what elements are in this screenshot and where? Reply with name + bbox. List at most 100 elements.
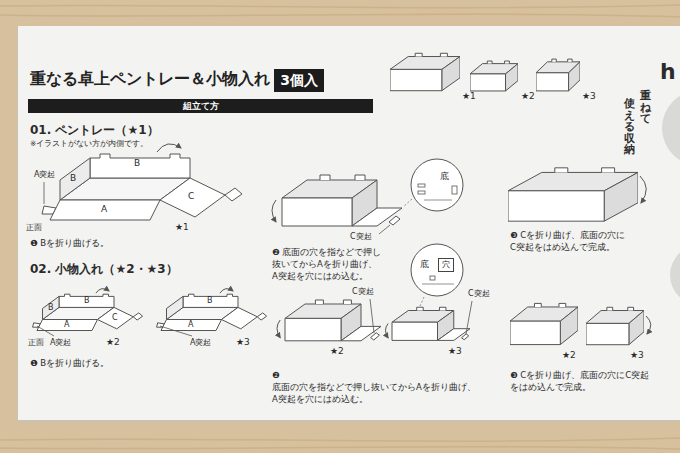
part-label: C突起 xyxy=(468,289,490,299)
star-number: ★3 xyxy=(236,337,250,348)
detail-mark xyxy=(418,191,425,194)
unfolded-net xyxy=(42,144,242,220)
label-slot: C突起 xyxy=(352,287,374,297)
label-slot: ★1 xyxy=(462,91,476,102)
label-slot: B xyxy=(48,303,54,313)
finished-box xyxy=(586,307,644,344)
detail-text: 底 xyxy=(440,171,449,182)
star-number: ★1 xyxy=(462,91,476,102)
label-slot: A xyxy=(188,320,193,330)
part-label: A突起 xyxy=(34,170,55,180)
unfolded-net xyxy=(33,289,143,331)
star-number: ★2 xyxy=(106,337,120,348)
label-slot: A突起 xyxy=(34,170,55,180)
label-slot: ★1 xyxy=(175,222,189,233)
part-letter: B xyxy=(84,296,90,306)
step-text: ❶ Bを折り曲げる。 xyxy=(30,238,109,249)
star-number: ★2 xyxy=(521,91,535,102)
label-slot: 重ねて xyxy=(640,90,651,125)
part-letter: C xyxy=(112,313,118,323)
label-slot: ★3 xyxy=(582,91,596,102)
star-number: ★3 xyxy=(448,346,462,357)
photo-circle xyxy=(662,90,680,166)
part-label: 正面 xyxy=(28,338,44,348)
step-text: ❸ Cを折り曲げ、底面の穴にC突起 をはめ込んで完成。 xyxy=(510,370,652,394)
label-slot: ★3 xyxy=(236,337,250,348)
star-number: ★2 xyxy=(562,350,576,361)
finished-tray xyxy=(390,53,460,90)
detail-mark xyxy=(422,284,454,285)
hole-box: 穴 xyxy=(438,258,454,272)
leader-line xyxy=(44,182,45,204)
label-slot: B xyxy=(84,296,90,306)
part-letter: A xyxy=(64,320,69,330)
leader-line xyxy=(379,225,390,234)
brand-mark: h xyxy=(660,58,676,86)
label-slot: ❷ 底面の穴を指などで押し 抜いてからAを折り曲げ、 A突起を穴にはめ込む。 xyxy=(272,247,392,283)
finished-box xyxy=(536,59,580,91)
paper-shadow xyxy=(17,26,680,422)
star-number: ★2 xyxy=(330,346,344,357)
label-slot: 02. 小物入れ（★2・★3） xyxy=(30,262,178,277)
label-slot: 01. ペントレー（★1） xyxy=(30,123,159,138)
leader-line xyxy=(160,326,192,336)
section-heading: 01. ペントレー（★1） xyxy=(30,123,159,138)
note-text: ※イラストがない方が内側です。 xyxy=(30,139,148,148)
label-slot: A xyxy=(64,320,69,330)
label-slot: 正面 xyxy=(28,338,44,348)
detail-circle: 底穴 xyxy=(410,243,464,297)
label-slot: ★2 xyxy=(562,350,576,361)
step-text: ❷ 底面の穴を指などで押し 抜いてからAを折り曲げ、 A突起を穴にはめ込む。 xyxy=(272,247,392,283)
half-folded-box xyxy=(386,307,471,340)
detail-mark xyxy=(418,184,425,187)
slogan-text: 重ねて xyxy=(640,90,651,125)
label-slot: C突起 xyxy=(468,289,490,299)
detail-circle-shape xyxy=(411,244,463,296)
label-slot: B xyxy=(134,158,140,169)
part-letter: A xyxy=(188,320,193,330)
label-slot: ❷ 底面の穴を指などで押し抜いてからAを折り曲げ、 A突起を穴にはめ込む。 xyxy=(272,370,486,406)
label-slot: C xyxy=(112,313,118,323)
step-text: ❸ Cを折り曲げ、底面の穴に C突起をはめ込んで完成。 xyxy=(510,230,638,254)
finished-box xyxy=(470,61,518,91)
label-slot: 正面 xyxy=(26,223,42,233)
label-slot: B xyxy=(207,296,213,306)
label-slot: ★2 xyxy=(330,346,344,357)
fold-arrow xyxy=(646,316,651,334)
detail-mark xyxy=(452,186,457,194)
part-letter: B xyxy=(207,296,213,306)
label-slot: ★3 xyxy=(448,346,462,357)
part-label: A突起 xyxy=(190,338,211,348)
page-title: 重なる卓上ペントレー＆小物入れ xyxy=(30,70,270,89)
label-slot: A突起 xyxy=(50,338,71,348)
label-slot: h xyxy=(660,58,676,86)
finished-tray xyxy=(508,168,638,221)
label-slot: ★2 xyxy=(521,91,535,102)
unfolded-net xyxy=(157,289,267,331)
label-slot: A xyxy=(101,204,107,215)
label-slot: B xyxy=(70,173,76,184)
label-slot: ❸ Cを折り曲げ、底面の穴にC突起 をはめ込んで完成。 xyxy=(510,370,652,394)
label-slot: ❶ Bを折り曲げる。 xyxy=(30,238,109,249)
part-label: 正面 xyxy=(26,223,42,233)
label-slot: C xyxy=(188,191,194,202)
label-slot: ※イラストがない方が内側です。 xyxy=(30,139,148,148)
part-label: C突起 xyxy=(352,287,374,297)
detail-leader xyxy=(403,199,412,207)
paper-sheet xyxy=(18,26,680,420)
star-number: ★3 xyxy=(582,91,596,102)
title-slot: 重なる卓上ペントレー＆小物入れ xyxy=(30,70,270,89)
label-slot: ★3 xyxy=(630,350,644,361)
section-bar: 組立て方 xyxy=(28,99,373,113)
detail-text: 底 xyxy=(420,259,429,270)
photo-circle xyxy=(670,245,680,305)
part-letter: B xyxy=(70,173,76,184)
star-number: ★3 xyxy=(630,350,644,361)
half-folded-box xyxy=(277,300,381,341)
label-slot: 使える収納 xyxy=(624,98,635,156)
part-letter: B xyxy=(134,158,140,169)
fold-arrow xyxy=(640,176,646,203)
bar-text: 組立て方 xyxy=(183,101,219,111)
